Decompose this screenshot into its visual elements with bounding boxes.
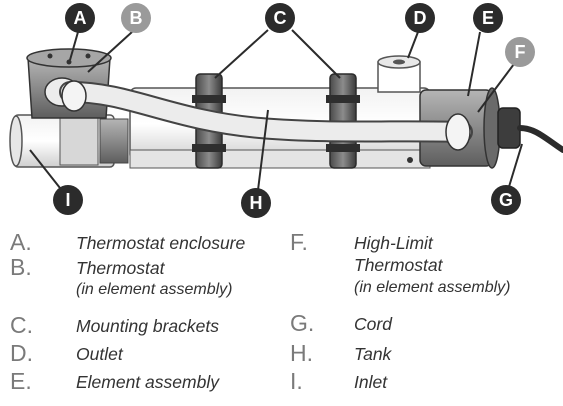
callout-f: F <box>505 37 535 67</box>
callout-b: B <box>121 3 151 33</box>
callout-a: A <box>65 3 95 33</box>
legend-text: Thermostat <box>76 258 165 278</box>
cord <box>517 125 563 153</box>
legend-subtext: (in element assembly) <box>354 279 511 296</box>
legend-letter: G. <box>290 310 315 336</box>
legend-text: Inlet <box>354 372 388 392</box>
svg-text:C: C <box>274 8 287 28</box>
legend-text: Element assembly <box>76 372 219 392</box>
legend-letter: E. <box>10 368 32 394</box>
legend-letter: D. <box>10 340 33 366</box>
legend-letter: A. <box>10 229 32 255</box>
callout-d: D <box>405 3 435 33</box>
svg-text:H: H <box>250 193 263 213</box>
callout-g: G <box>491 185 521 215</box>
legend-letter: F. <box>290 229 308 255</box>
callout-i: I <box>53 185 83 215</box>
leader-lines <box>29 29 523 191</box>
svg-text:G: G <box>499 190 513 210</box>
legend-text: Thermostat enclosure <box>76 233 246 253</box>
legend-text: Mounting brackets <box>76 316 219 336</box>
legend-subtext: (in element assembly) <box>76 281 233 298</box>
legend-text: Tank <box>354 344 392 364</box>
inlet-pipe <box>9 114 129 168</box>
outlet <box>377 55 421 163</box>
svg-text:I: I <box>65 190 70 210</box>
legend-letter: C. <box>10 312 33 338</box>
parts-legend: A. Thermostat enclosure B. Thermostat (i… <box>0 222 563 406</box>
heater-diagram: A B C D E F G H I <box>9 3 563 218</box>
legend-text: Thermostat <box>354 255 443 275</box>
callout-c: C <box>265 3 295 33</box>
legend-text: Cord <box>354 314 392 334</box>
thermostat-hose <box>59 80 473 151</box>
callout-h: H <box>241 188 271 218</box>
svg-text:A: A <box>74 8 87 28</box>
legend-letter: B. <box>10 254 32 280</box>
svg-text:F: F <box>515 42 526 62</box>
svg-text:D: D <box>414 8 427 28</box>
svg-text:B: B <box>130 8 143 28</box>
legend-letter: H. <box>290 340 313 366</box>
legend-text: Outlet <box>76 344 123 364</box>
callout-e: E <box>473 3 503 33</box>
legend-text: High-Limit <box>354 233 433 253</box>
legend-letter: I. <box>290 368 303 394</box>
svg-text:E: E <box>482 8 494 28</box>
